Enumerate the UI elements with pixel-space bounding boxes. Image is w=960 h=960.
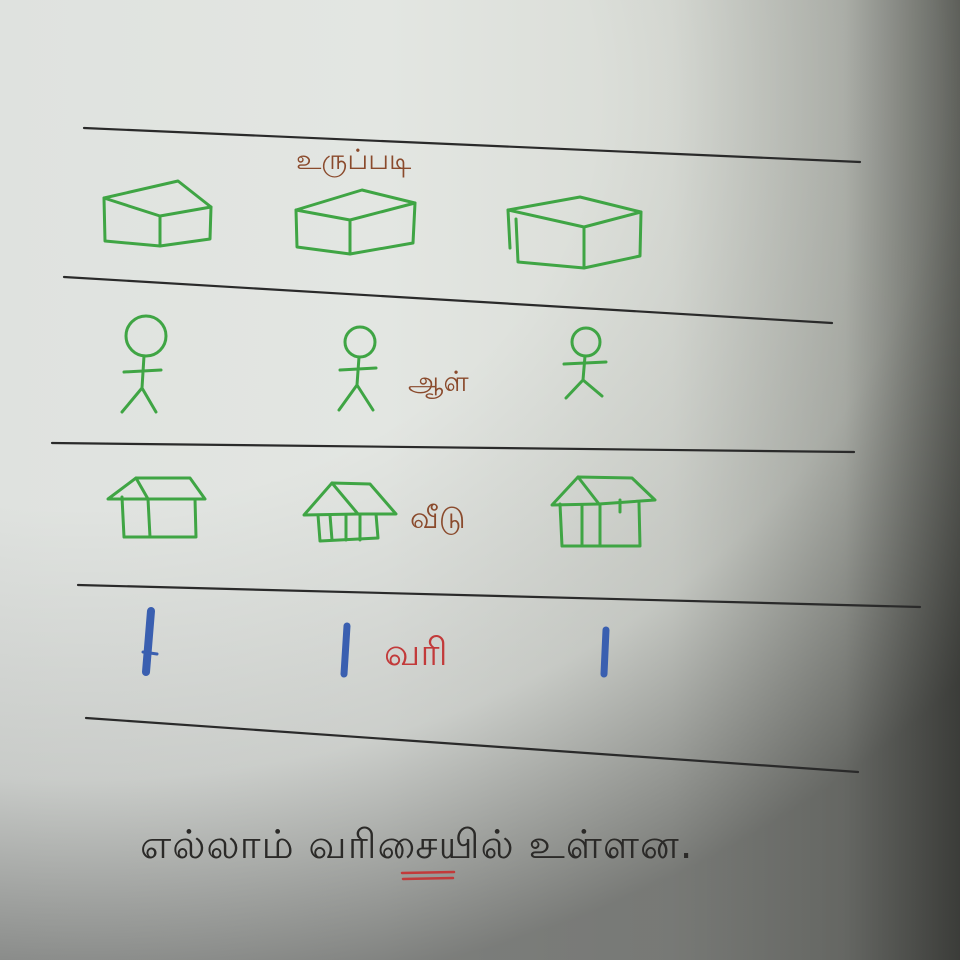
stick-figure-icon xyxy=(337,325,378,412)
rule-line xyxy=(84,716,860,774)
row-bars xyxy=(141,607,610,678)
row-houses xyxy=(106,475,657,548)
row-label-line: வரி xyxy=(384,630,448,674)
stick-figure-icon xyxy=(120,314,168,414)
caption-sentence: எல்லாம் வரிசையில் உள்ளன. xyxy=(140,822,694,868)
vertical-bar-icon xyxy=(600,626,610,678)
stick-figure-icon xyxy=(562,326,608,400)
house-icon xyxy=(550,475,657,548)
box-icon xyxy=(102,179,213,248)
row-label-person: ஆள் xyxy=(408,365,469,398)
rule-line xyxy=(62,275,834,325)
row-boxes xyxy=(102,179,643,270)
vertical-bar-icon xyxy=(340,622,351,678)
vertical-bar-icon xyxy=(141,607,159,676)
rule-line xyxy=(82,126,862,164)
rule-line xyxy=(50,441,856,454)
row-label-house: வீடு xyxy=(410,501,466,536)
box-icon xyxy=(506,195,643,270)
house-icon xyxy=(302,481,398,543)
house-icon xyxy=(106,476,207,539)
row-label-item: உருப்படி xyxy=(296,143,412,176)
word-underline xyxy=(400,870,456,881)
rule-line xyxy=(76,583,922,609)
rule-lines xyxy=(50,126,922,774)
row-people xyxy=(120,314,608,414)
box-icon xyxy=(294,188,417,256)
